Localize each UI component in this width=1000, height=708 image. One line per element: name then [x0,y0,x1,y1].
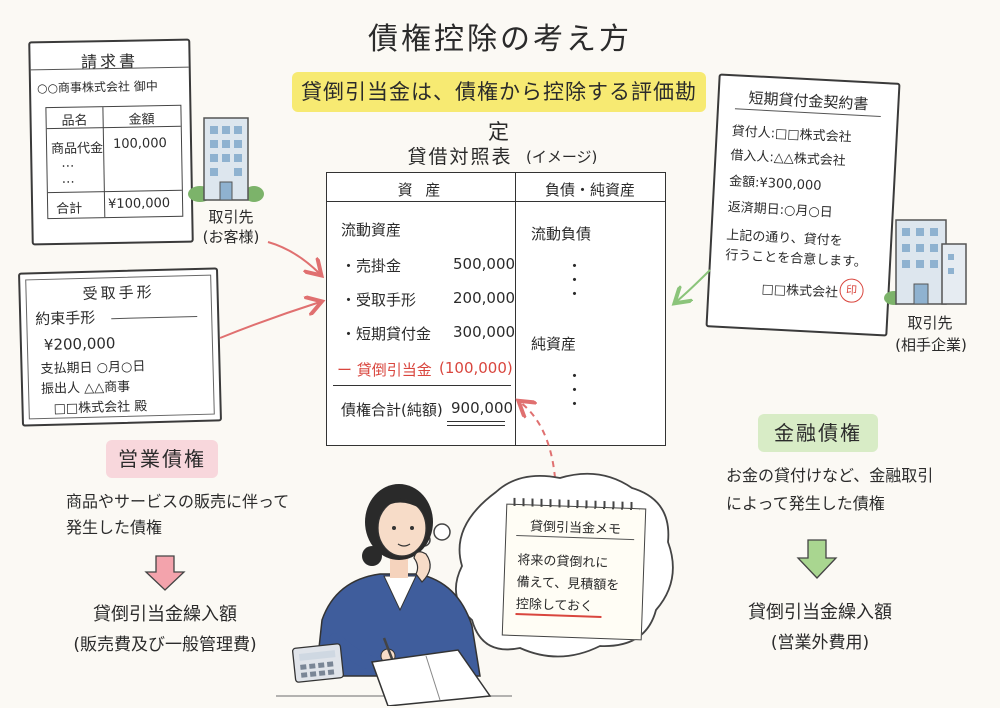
receivables-total-label: 債権合計(純額) [341,401,443,419]
memo-notepad: 貸倒引当金メモ 将来の貸倒れに 備えて、見積額を 控除しておく [501,497,647,641]
balance-sheet-title: 貸借対照表 [407,146,513,168]
down-arrow-financial [796,539,838,579]
page-title: 債権控除の考え方 [368,22,632,57]
asset-item-label: ・短期貸付金 [341,325,432,343]
operating-description: 商品やサービスの販売に伴って [66,492,290,511]
balance-sheet-title-note: (イメージ) [526,148,598,166]
operating-expense-item: 貸倒引当金繰入額 [93,604,237,625]
current-assets-label: 流動資産 [341,221,402,239]
balance-sheet-frame: 資 産 負債・純資産 流動資産 ・売掛金 500,000 ・受取手形 200,0… [326,172,666,446]
memo-text: 将来の貸倒れに [517,553,609,572]
down-arrow-operating [144,555,186,591]
asset-item-value: 200,000 [453,289,516,307]
current-liabilities-label: 流動負債 [531,225,592,243]
financial-description: によって発生した債権 [726,494,885,513]
operating-expense-category: (販売費及び一般管理費) [73,635,257,655]
net-assets-label: 純資産 [531,335,577,353]
financial-description: お金の貸付けなど、金融取引 [726,466,934,485]
operating-receivables-badge: 営業債権 [106,440,218,478]
allowance-value: (100,000) [439,359,513,377]
memo-text: 備えて、見積額を [516,575,620,594]
asset-item-label: ・受取手形 [341,291,417,309]
operating-description: 発生した債権 [66,518,163,537]
arrow-from-note [219,302,320,339]
vertical-ellipsis: ・ ・ ・ [567,367,583,413]
arrow-from-contract [676,269,711,302]
liabilities-header: 負債・純資産 [544,181,635,199]
client-right-label: 取引先 [907,314,953,332]
client-left-sublabel: (お客様) [202,228,260,246]
arrow-from-client [267,241,320,274]
memo-text: 控除しておく [515,596,594,615]
financial-expense-item: 貸倒引当金繰入額 [748,602,892,623]
assets-header: 資 産 [397,181,445,199]
client-right-sublabel: (相手企業) [895,336,967,354]
allowance-label: ー 貸倒引当金 [337,361,432,379]
asset-item-value: 300,000 [453,323,516,341]
asset-item-value: 500,000 [453,255,516,273]
partner-company-building-icon [884,219,967,305]
key-message-banner: 貸倒引当金は、債権から控除する評価勘定 [292,72,706,144]
asset-item-label: ・売掛金 [341,257,402,275]
client-left-label: 取引先 [208,208,254,226]
financial-expense-category: (営業外費用) [770,633,870,653]
vertical-ellipsis: ・ ・ ・ [567,257,583,303]
woman-thinking-illustration [276,484,512,706]
client-building-icon [188,117,264,202]
receivables-total-value: 900,000 [451,399,514,417]
financial-receivables-badge: 金融債権 [758,414,878,452]
